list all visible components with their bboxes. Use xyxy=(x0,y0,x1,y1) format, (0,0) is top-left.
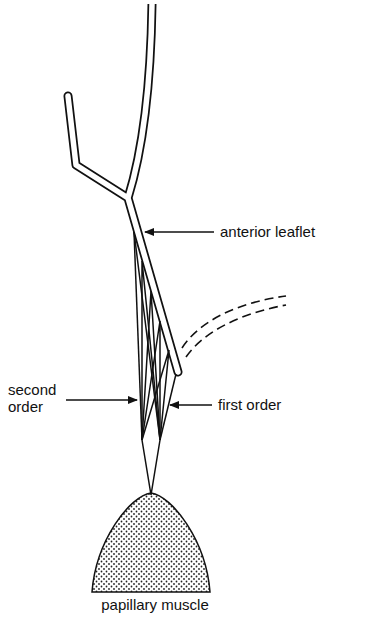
leader-arrow xyxy=(145,231,214,233)
callout-label: second order xyxy=(8,381,64,415)
aortic-wall-and-leaflet xyxy=(68,0,178,372)
chordae-tendineae xyxy=(134,232,176,495)
leader-arrow xyxy=(66,399,137,401)
structure-label: anterior leaflet xyxy=(220,223,360,240)
callout-label: first order xyxy=(218,396,358,413)
posterior-leaflet-dashed xyxy=(182,296,286,357)
leader-arrow xyxy=(170,404,212,406)
papillary-muscle-shape xyxy=(92,493,210,592)
structure-label: papillary muscle xyxy=(80,596,230,613)
